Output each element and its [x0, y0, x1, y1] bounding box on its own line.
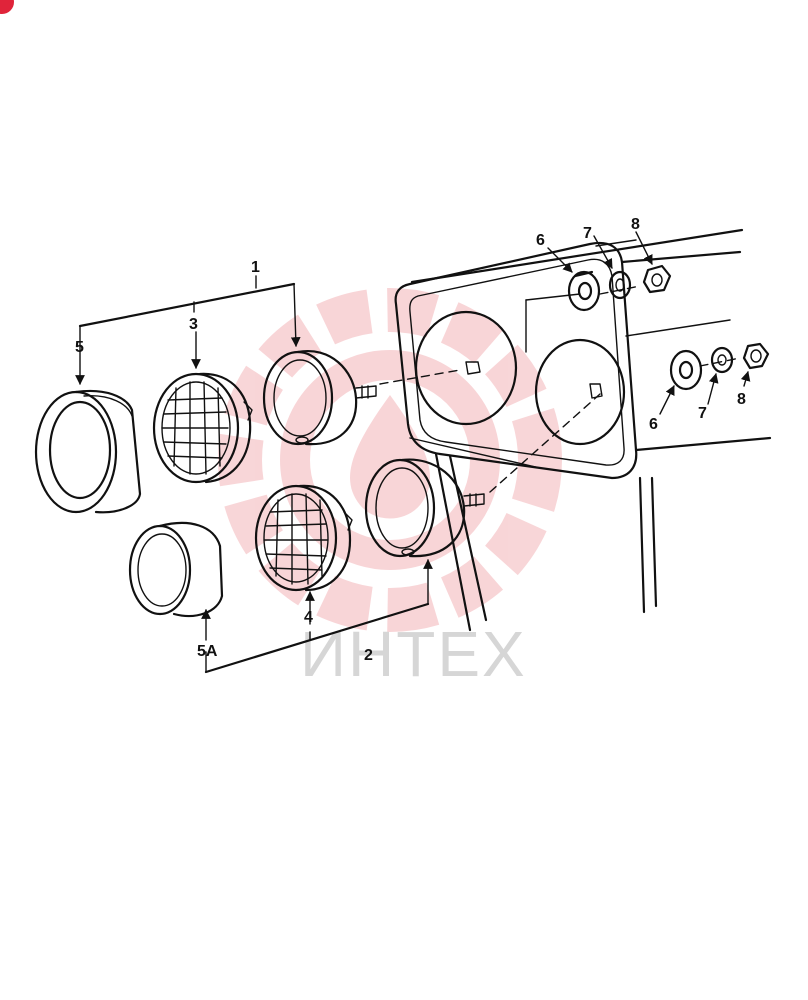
callout-1: 1 [251, 259, 260, 276]
bezel-ring-5 [34, 389, 142, 514]
sealed-beam-3 [152, 372, 253, 484]
callout-2: 2 [364, 647, 373, 664]
lamp-housing-panel [394, 228, 772, 632]
callout-6-top: 6 [536, 232, 545, 249]
nut-8-top [642, 264, 672, 294]
nut-8-bottom [742, 342, 770, 370]
callout-5: 5 [75, 339, 84, 356]
lamp-body-1 [262, 349, 377, 446]
callout-8-top: 8 [631, 216, 640, 233]
bezel-ring-5a [128, 521, 224, 618]
callout-5a: 5A [197, 643, 218, 660]
callout-6-bottom: 6 [649, 416, 658, 433]
lamp-body-2 [364, 458, 485, 558]
watermark-text: ИНТЕХ [300, 618, 527, 690]
callout-7-top: 7 [583, 225, 592, 242]
callout-3: 3 [189, 316, 198, 333]
washer-6-bottom [669, 349, 703, 391]
washer-6-top [567, 270, 601, 312]
lockwasher-7-top [608, 270, 632, 300]
sealed-beam-4 [254, 484, 353, 592]
callout-8-bottom: 8 [737, 391, 746, 408]
callout-4: 4 [304, 609, 313, 626]
callout-7-bottom: 7 [698, 405, 707, 422]
leader-lines [75, 231, 751, 674]
